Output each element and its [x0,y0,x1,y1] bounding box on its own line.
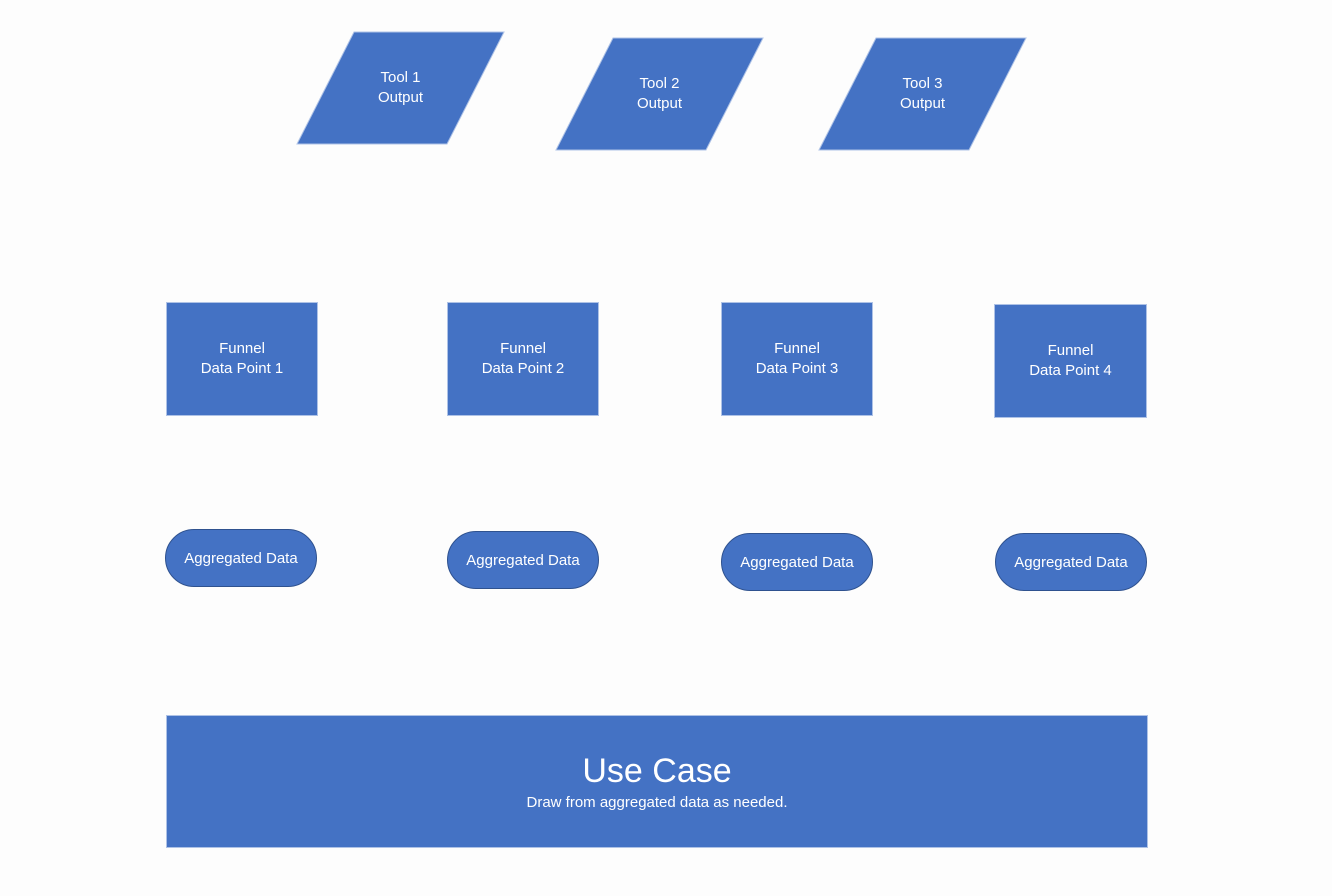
aggregated-data-4-label: Aggregated Data [1014,553,1128,571]
aggregated-data-1-label: Aggregated Data [184,549,298,567]
use-case-title: Use Case [582,751,732,790]
aggregated-data-2[interactable]: Aggregated Data [447,531,599,589]
funnel-data-point-1-line2: Data Point 1 [200,360,284,377]
aggregated-data-3-label: Aggregated Data [740,553,854,571]
aggregated-data-2-label: Aggregated Data [466,551,580,569]
aggregated-data-4[interactable]: Aggregated Data [995,533,1147,591]
funnel-data-point-3-line2: Data Point 3 [755,360,839,377]
parallelogram-shape [555,37,764,151]
tool-output-1-label: Tool 1 Output [378,68,423,108]
tool-output-3-line1: Tool 3 [902,75,943,92]
parallelogram-shape [296,31,505,145]
tool-output-2-line2: Output [636,95,683,112]
tool-output-1-line2: Output [377,89,424,106]
funnel-data-point-1[interactable]: Funnel Data Point 1 [166,302,318,416]
funnel-data-point-1-line1: Funnel [219,340,265,357]
aggregated-data-1[interactable]: Aggregated Data [165,529,317,587]
funnel-data-point-2-line1: Funnel [500,340,546,357]
funnel-data-point-4-line1: Funnel [1047,342,1094,359]
parallelogram-shape [818,37,1027,151]
tool-output-1[interactable]: Tool 1 Output [296,31,505,145]
tool-output-3-line2: Output [899,95,946,112]
funnel-data-point-2-line2: Data Point 2 [481,360,565,377]
tool-output-3-label: Tool 3 Output [900,74,945,114]
funnel-data-point-2[interactable]: Funnel Data Point 2 [447,302,599,416]
tool-output-2-label: Tool 2 Output [637,74,682,114]
funnel-data-point-4[interactable]: Funnel Data Point 4 [994,304,1147,418]
aggregated-data-3[interactable]: Aggregated Data [721,533,873,591]
tool-output-2[interactable]: Tool 2 Output [555,37,764,151]
use-case-subtitle: Draw from aggregated data as needed. [526,793,788,811]
tool-output-3[interactable]: Tool 3 Output [818,37,1027,151]
use-case-box[interactable]: Use Case Draw from aggregated data as ne… [166,715,1148,848]
funnel-data-point-3-line1: Funnel [774,340,820,357]
tool-output-2-line1: Tool 2 [639,75,680,92]
funnel-data-point-3[interactable]: Funnel Data Point 3 [721,302,873,416]
funnel-data-point-4-line2: Data Point 4 [1029,362,1112,379]
tool-output-1-line1: Tool 1 [380,69,421,86]
